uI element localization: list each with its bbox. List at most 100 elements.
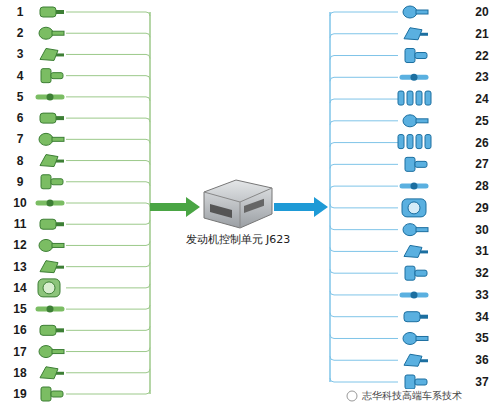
component-icon xyxy=(39,239,64,251)
component-icon xyxy=(403,115,428,127)
callout-number: 22 xyxy=(475,49,488,63)
callout-number: 11 xyxy=(14,217,27,231)
coil-row-icon xyxy=(398,91,431,105)
component-icon xyxy=(40,7,64,17)
watermark-icon xyxy=(347,391,357,401)
callout-number: 30 xyxy=(475,223,488,237)
signal-wire xyxy=(66,118,150,122)
throttle-icon xyxy=(38,279,60,297)
component-icon xyxy=(40,113,64,123)
signal-wire xyxy=(330,378,398,382)
signal-wire xyxy=(66,12,150,16)
callout-number: 25 xyxy=(475,114,488,128)
signal-wire xyxy=(330,204,398,208)
component-icon xyxy=(403,6,428,18)
callout-number: 10 xyxy=(13,196,26,210)
component-icon xyxy=(402,291,426,298)
signal-wire xyxy=(66,76,150,80)
component-icon xyxy=(402,74,426,81)
signal-wire xyxy=(66,390,150,394)
component-icon xyxy=(39,133,64,145)
signal-wire xyxy=(330,226,398,230)
callout-number: 31 xyxy=(475,244,488,258)
input-arrow xyxy=(150,197,200,217)
callout-number: 16 xyxy=(13,323,26,337)
signal-wire xyxy=(66,348,150,352)
component-icon xyxy=(40,219,64,229)
component-icon xyxy=(41,387,63,401)
signal-wire xyxy=(330,121,398,125)
signal-wire xyxy=(66,182,150,186)
callout-number: 8 xyxy=(17,154,24,168)
ecu-node: 发动机控制单元 J623 xyxy=(183,231,294,248)
component-icon xyxy=(404,312,428,322)
signal-wire xyxy=(330,291,398,295)
signal-wire xyxy=(66,54,150,58)
signal-wire xyxy=(66,33,150,37)
callout-number: 24 xyxy=(475,92,488,106)
callout-number: 28 xyxy=(475,179,488,193)
signal-wire xyxy=(66,203,150,207)
signal-wire xyxy=(330,356,398,360)
component-icon xyxy=(40,367,64,379)
signal-wire xyxy=(66,326,150,330)
signal-wire xyxy=(66,241,150,245)
component-icon xyxy=(40,325,64,335)
component-icon xyxy=(404,245,428,257)
component-icon xyxy=(40,48,64,60)
component-icon xyxy=(403,332,428,344)
signal-wire xyxy=(330,269,398,273)
callout-number: 36 xyxy=(475,353,488,367)
callout-number: 34 xyxy=(475,310,488,324)
signal-wire xyxy=(66,263,150,267)
callout-number: 29 xyxy=(475,201,488,215)
component-icon xyxy=(38,93,62,100)
callout-number: 35 xyxy=(475,331,488,345)
signal-wire xyxy=(330,99,398,103)
coil-row-icon xyxy=(398,135,431,149)
signal-wire xyxy=(330,12,398,16)
callout-number: 14 xyxy=(13,281,26,295)
callout-number: 26 xyxy=(475,136,488,150)
component-icon xyxy=(405,375,427,389)
signal-wire xyxy=(66,284,150,288)
signal-wire xyxy=(66,369,150,373)
component-icon xyxy=(405,49,427,63)
watermark: 志华科技高端车系技术 xyxy=(360,389,464,403)
output-bus xyxy=(329,12,331,382)
component-icon xyxy=(38,306,62,313)
signal-wire xyxy=(66,97,150,101)
unit-label: 发动机控制单元 J623 xyxy=(186,232,291,247)
signal-wire xyxy=(330,77,398,81)
component-icon xyxy=(404,354,428,366)
signal-wire xyxy=(330,186,398,190)
callout-number: 32 xyxy=(475,266,488,280)
callout-number: 6 xyxy=(17,111,24,125)
component-icon xyxy=(39,27,64,39)
signal-wire xyxy=(66,161,150,165)
component-icon xyxy=(40,155,64,167)
callout-number: 18 xyxy=(13,366,26,380)
signal-wire xyxy=(330,56,398,60)
component-icon xyxy=(405,266,427,280)
callout-number: 19 xyxy=(13,387,26,401)
signal-wire xyxy=(330,313,398,317)
component-icon xyxy=(38,200,62,207)
signal-wire xyxy=(330,164,398,168)
callout-number: 23 xyxy=(475,70,488,84)
callout-number: 1 xyxy=(17,5,24,19)
component-icon xyxy=(41,69,63,83)
callout-number: 7 xyxy=(17,132,24,146)
callout-number: 27 xyxy=(475,157,488,171)
signal-wire xyxy=(330,34,398,38)
callout-number: 12 xyxy=(13,238,26,252)
signal-wire xyxy=(330,143,398,147)
throttle-icon xyxy=(402,199,426,217)
signal-wire xyxy=(330,334,398,338)
callout-number: 9 xyxy=(17,175,24,189)
component-icon xyxy=(404,28,428,40)
component-icon xyxy=(402,183,426,190)
signal-wire xyxy=(66,305,150,309)
